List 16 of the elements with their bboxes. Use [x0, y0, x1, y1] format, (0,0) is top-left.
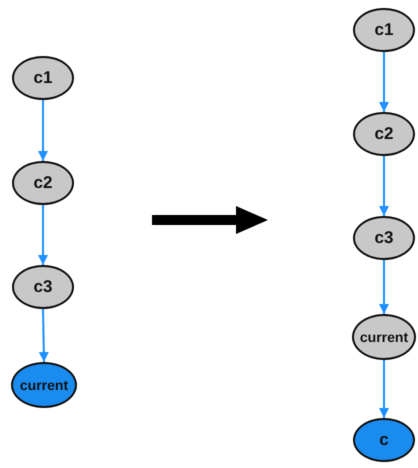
arrow	[38, 308, 49, 362]
node-label: c	[379, 430, 389, 450]
arrow	[38, 205, 48, 265]
node-label: c1	[374, 20, 394, 40]
arrow	[379, 156, 389, 216]
node-label: c3	[34, 277, 52, 297]
arrow	[379, 360, 389, 418]
node-label: c2	[34, 173, 52, 193]
arrow	[379, 52, 389, 112]
node-label: current	[20, 377, 68, 393]
node-label: c2	[374, 124, 394, 144]
arrow	[38, 100, 48, 161]
arrow	[379, 260, 389, 314]
node-label: c3	[374, 228, 394, 248]
node-label: current	[360, 329, 408, 345]
node-label: c1	[34, 68, 52, 88]
